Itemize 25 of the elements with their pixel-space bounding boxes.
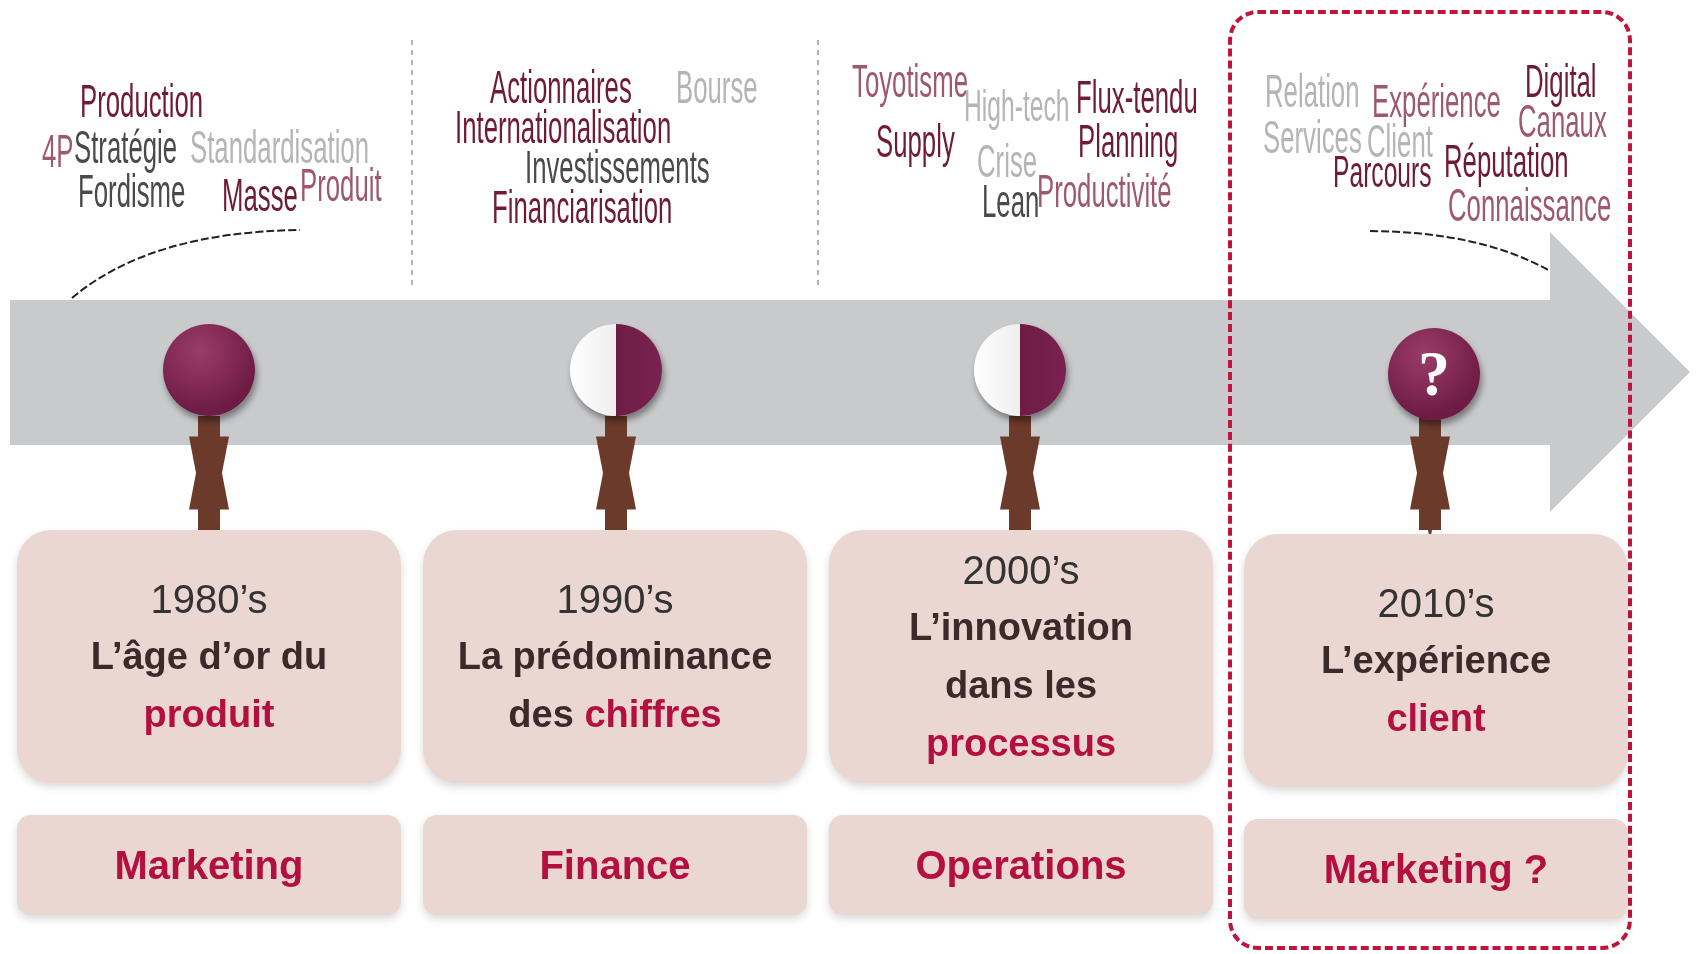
year-label: 2010’s [1377, 579, 1495, 627]
era-title: L’expérience client [1319, 637, 1553, 741]
era-card [829, 530, 1213, 783]
keyword: Produit [300, 162, 382, 208]
keyword: Flux-tendu [1076, 74, 1198, 120]
keyword: 4P [42, 128, 74, 174]
keyword: Bourse [676, 64, 758, 110]
keyword: Masse [222, 172, 298, 218]
highlight-frame [1228, 10, 1632, 950]
keyword: Productivité [1037, 168, 1172, 214]
keyword: Production [80, 78, 204, 124]
era-title: L’âge d’or du produit [89, 633, 329, 737]
era-title: La prédominance des chiffres [456, 633, 774, 737]
keyword: Relation [1265, 68, 1360, 114]
function-label: Operations [829, 815, 1213, 915]
function-label: Finance [423, 815, 807, 915]
year-label: 1990’s [556, 575, 674, 623]
era-card [1244, 534, 1628, 787]
era-title: L’innovation dans les processus [908, 604, 1134, 766]
era-card [17, 530, 401, 783]
function-label: Marketing [17, 815, 401, 915]
era-card [423, 530, 807, 783]
year-label: 2000’s [962, 546, 1080, 594]
function-label: Marketing ? [1244, 819, 1628, 919]
year-label: 1980’s [150, 575, 268, 623]
